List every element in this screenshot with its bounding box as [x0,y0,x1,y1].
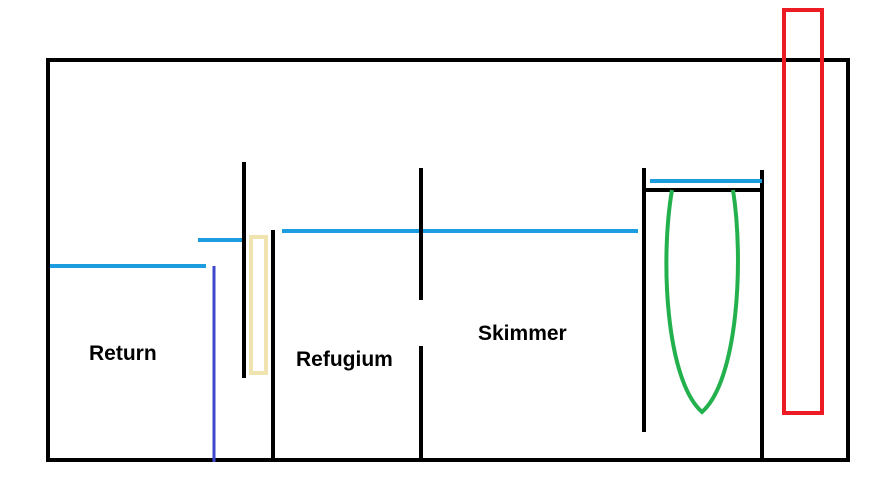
return-label: Return [89,342,157,365]
sump-tank-outline [46,58,850,462]
refugium-label: Refugium [296,348,393,371]
skimmer-label: Skimmer [478,322,567,345]
skimmer-body [664,189,740,415]
filter-media [249,235,268,375]
overflow-pipe [782,8,824,415]
